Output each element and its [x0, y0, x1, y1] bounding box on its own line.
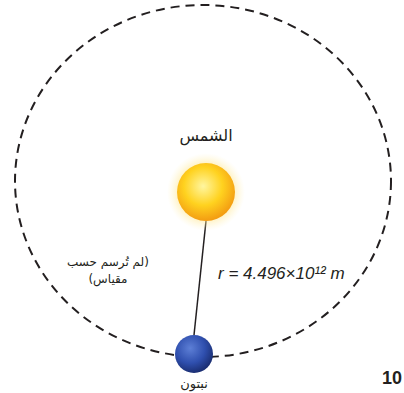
planet-label: نبتون	[180, 376, 208, 391]
body-disc	[175, 335, 213, 373]
orbit-path	[15, 5, 391, 357]
planet-shape	[174, 334, 214, 374]
body-disc	[177, 163, 235, 221]
sun-node: الشمس	[167, 124, 245, 231]
sun-label: الشمس	[179, 126, 232, 145]
sun-shape	[167, 153, 245, 231]
page-number: 10	[368, 368, 402, 389]
planet-node: نبتون	[174, 334, 214, 393]
scale-note: (لم تُرسم حسب مقياس)	[62, 254, 154, 288]
radius-label: r = 4.496×10¹² m	[218, 264, 345, 284]
radius-line	[194, 221, 206, 335]
